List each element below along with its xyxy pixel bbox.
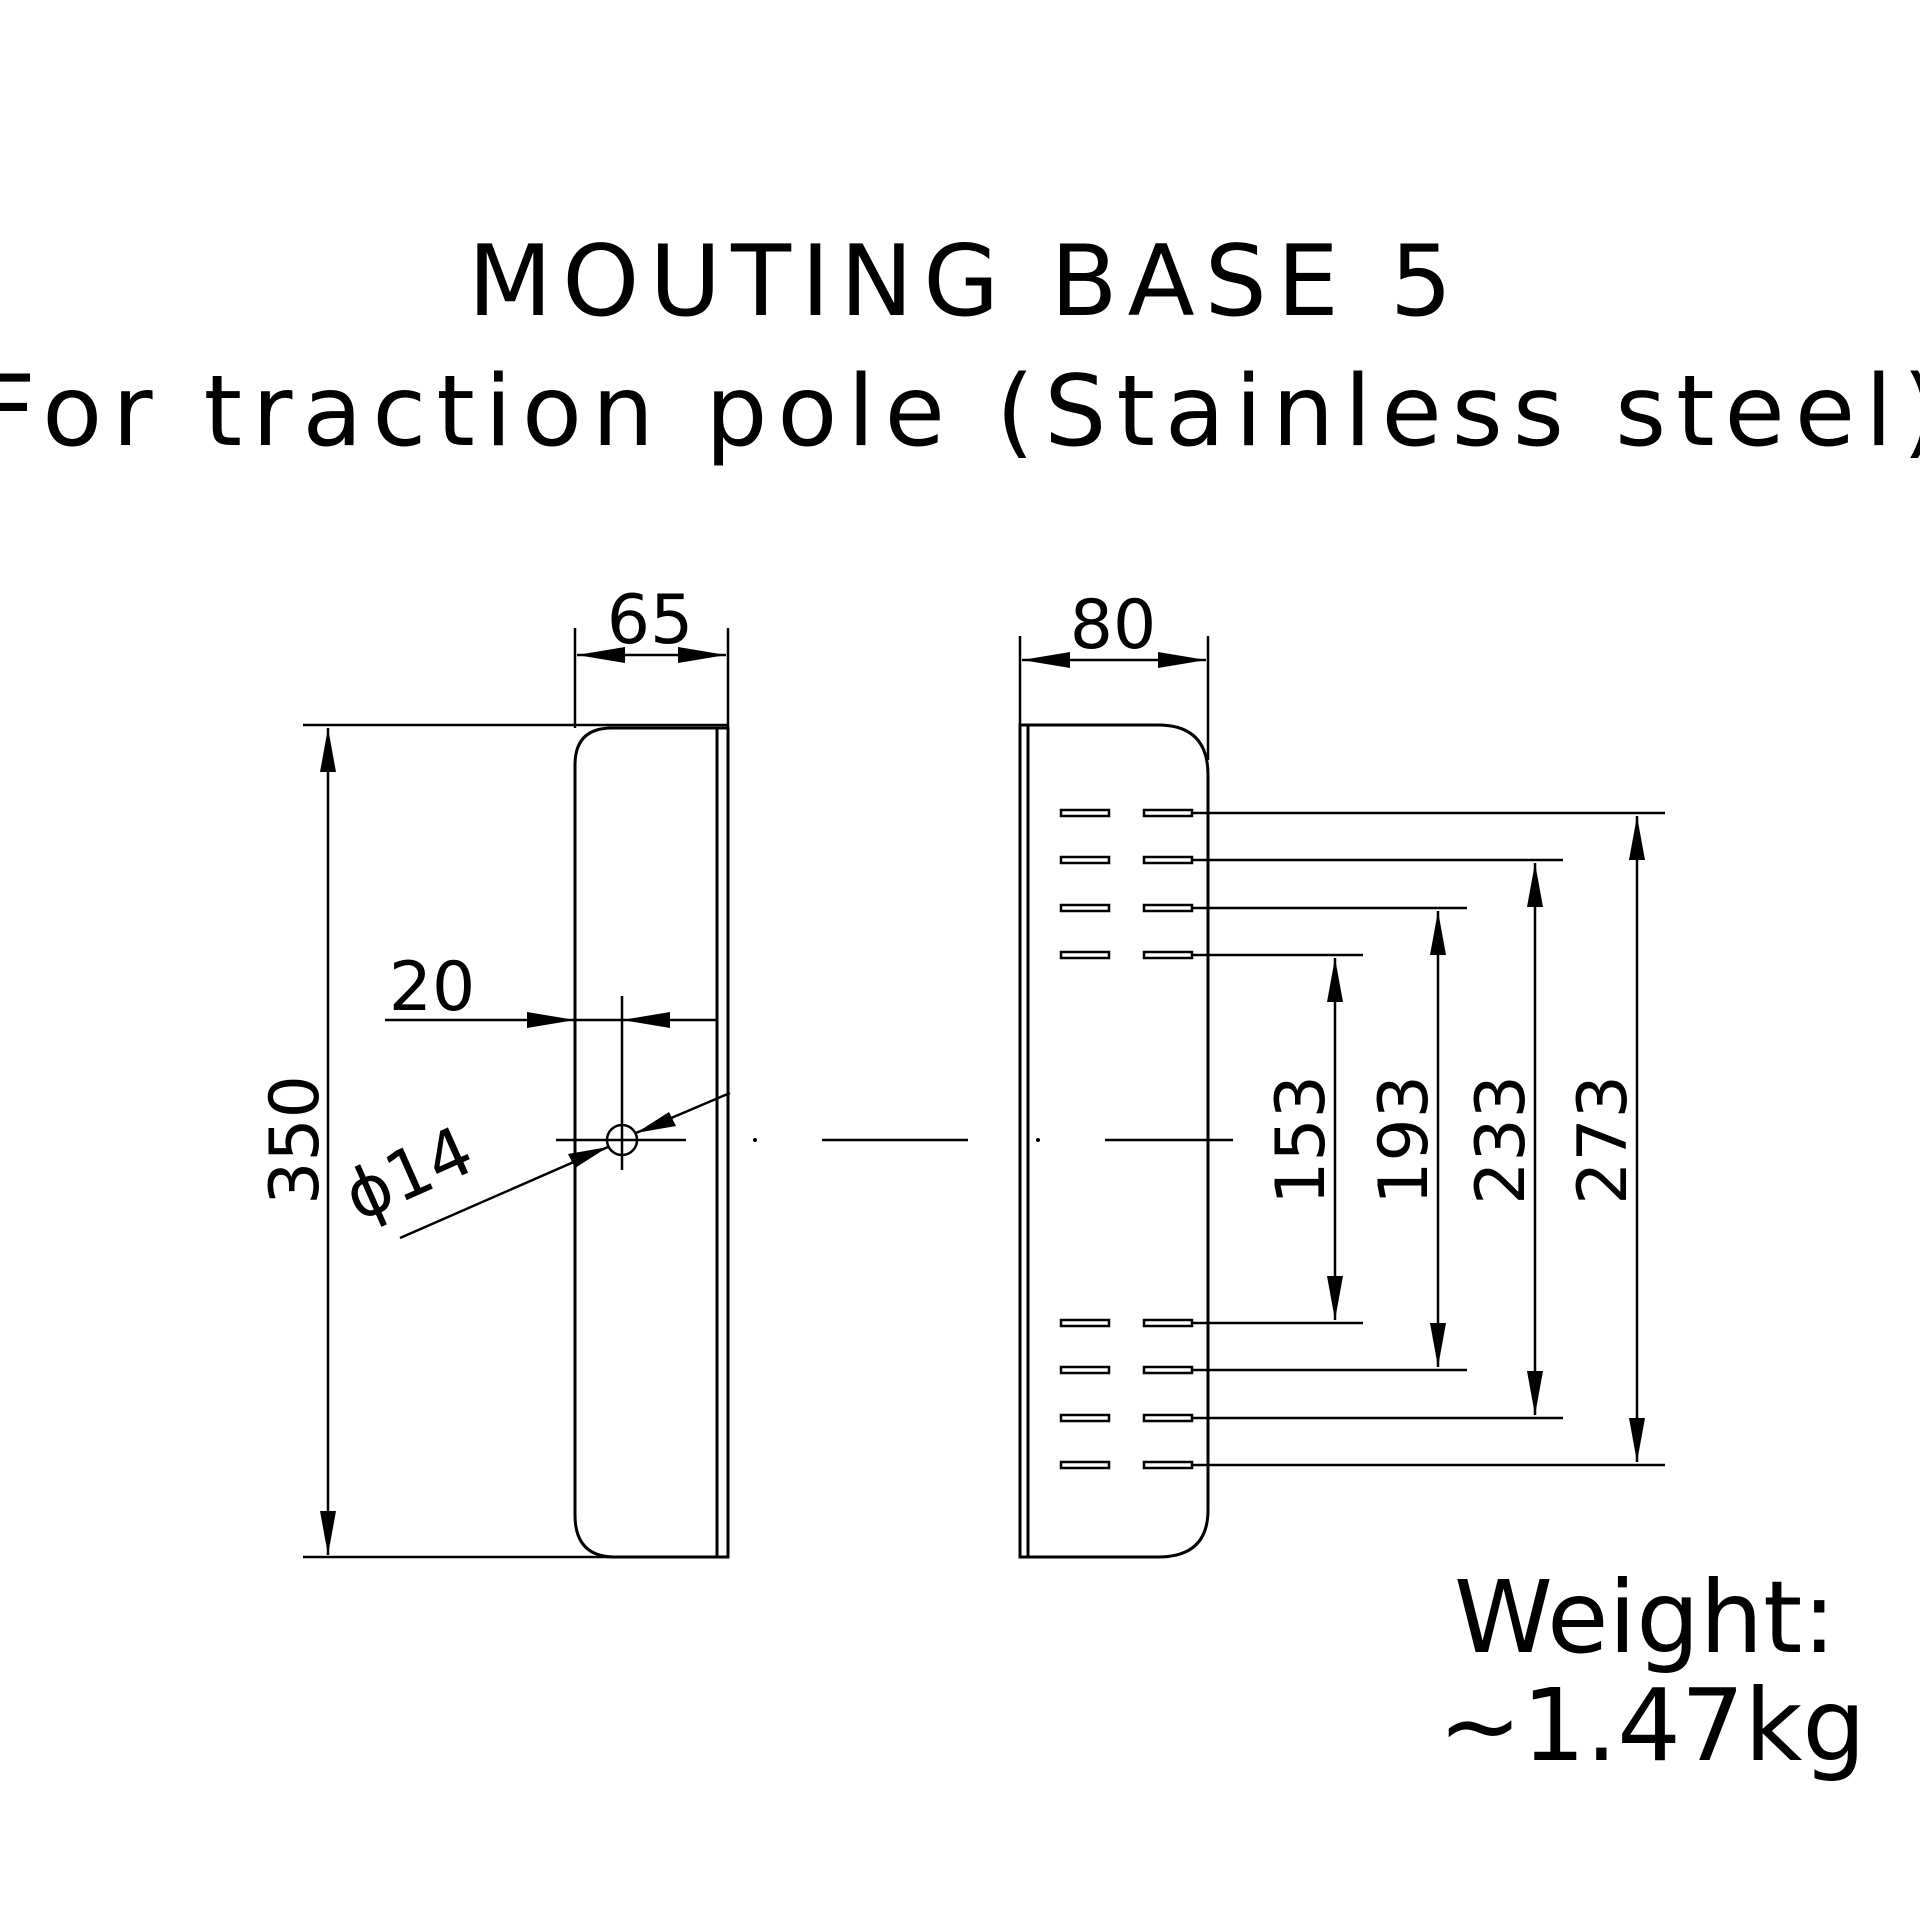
slot-spacing-273-label: 273: [1564, 1075, 1643, 1205]
slot-spacing-273-arrow-top: [1629, 816, 1645, 860]
slot-spacing-233-arrow-top: [1527, 863, 1543, 907]
slot: [1059, 950, 1111, 960]
slot: [1142, 1365, 1194, 1375]
slot-spacing-153-arrow-top: [1327, 958, 1343, 1002]
side-width-arrow-left: [577, 647, 625, 663]
slot: [1059, 1413, 1111, 1423]
slot: [1059, 1365, 1111, 1375]
slot: [1142, 855, 1194, 865]
lower-slots: [1059, 1318, 1194, 1470]
centerline-dot-2: [1036, 1138, 1040, 1142]
hole-diameter-label: ϕ14: [333, 1112, 485, 1238]
slot: [1059, 808, 1111, 818]
slot: [1059, 1318, 1111, 1328]
drawing-title: MOUTING BASE 5: [468, 225, 1463, 339]
hole-offset-arrow-right: [622, 1012, 670, 1028]
hole-offset-arrow-left: [527, 1012, 575, 1028]
center-line: [753, 1138, 1233, 1142]
centerline-dot-1: [753, 1138, 757, 1142]
slot-spacing-233-label: 233: [1462, 1075, 1541, 1205]
slot-spacing-233-arrow-bottom: [1527, 1371, 1543, 1415]
side-width-label: 65: [607, 581, 694, 660]
weight-value: ~1.47kg: [1438, 1667, 1866, 1784]
hole-diameter-arrow-upper: [636, 1112, 676, 1133]
slot: [1059, 903, 1111, 913]
slot: [1059, 1460, 1111, 1470]
slot-spacing-193-label: 193: [1365, 1075, 1444, 1205]
slot: [1142, 1318, 1194, 1328]
slot: [1142, 1413, 1194, 1423]
height-arrow-bottom: [320, 1511, 336, 1555]
front-width-arrow-right: [1158, 652, 1206, 668]
slot-spacing-193-arrow-top: [1430, 911, 1446, 955]
front-view: 80: [1018, 586, 1665, 1559]
weight-label: Weight:: [1454, 1559, 1836, 1676]
slot-spacing-193-arrow-bottom: [1430, 1323, 1446, 1367]
slot: [1059, 855, 1111, 865]
slot-spacing-273-arrow-bottom: [1629, 1418, 1645, 1462]
slot: [1142, 1460, 1194, 1470]
slot: [1142, 903, 1194, 913]
front-view-outline: [1018, 723, 1210, 1559]
hole-diameter-arrow-lower: [568, 1147, 608, 1168]
slot-spacing-153-arrow-bottom: [1327, 1276, 1343, 1320]
slot: [1142, 808, 1194, 818]
upper-slots: [1059, 808, 1194, 960]
side-width-arrow-right: [678, 647, 726, 663]
hole-offset-label: 20: [389, 948, 476, 1027]
side-view: 350 65 20 ϕ14: [256, 581, 731, 1559]
drawing-subtitle: For traction pole (Stainless steel): [0, 355, 1920, 469]
height-dimension-label: 350: [256, 1075, 335, 1205]
side-view-outline: [573, 726, 730, 1559]
slot-spacing-153-label: 153: [1262, 1075, 1341, 1205]
slot: [1142, 950, 1194, 960]
front-width-arrow-left: [1022, 652, 1070, 668]
height-arrow-top: [320, 728, 336, 772]
front-width-label: 80: [1070, 586, 1157, 665]
